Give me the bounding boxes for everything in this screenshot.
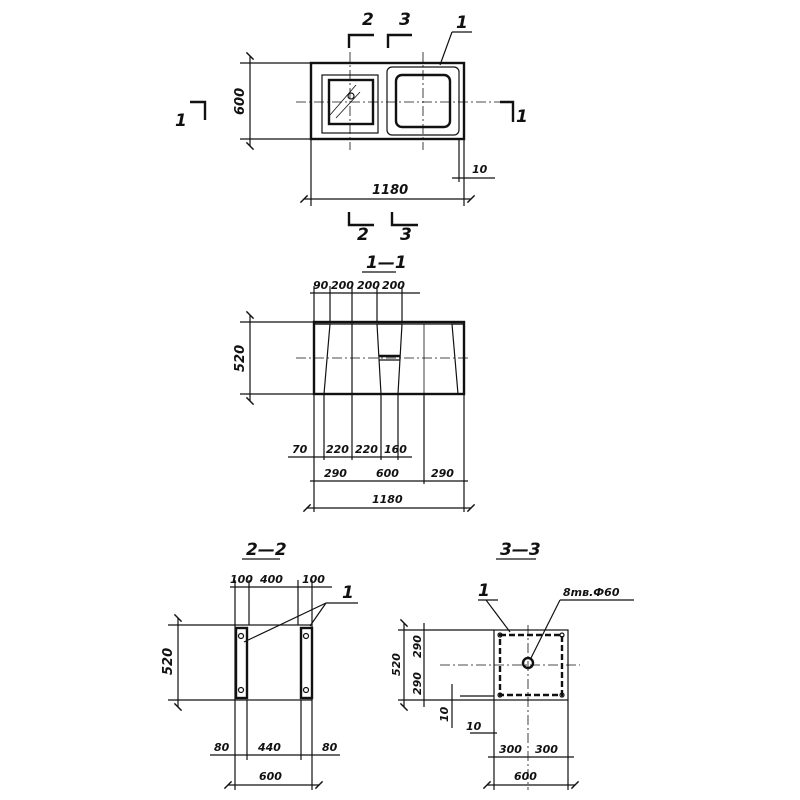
section-1-1-top-dim: 90 [313, 279, 329, 292]
plan-callout-1: 1 [456, 13, 468, 33]
section-2-2-bottom-dim: 440 [257, 741, 281, 754]
section-3-3-left-dim: 290 [411, 635, 424, 658]
section-2-2-top-dim: 100 [302, 573, 325, 586]
plan-outline [309, 61, 466, 141]
plan-cut-3-bottom: 3 [400, 225, 412, 245]
section-1-1-top-dim: 200 [357, 279, 380, 292]
section-1-1-dim-total: 1180 [372, 493, 403, 506]
plan-cut-2-top: 2 [362, 10, 374, 30]
section-2-2-dim-total: 600 [259, 770, 282, 783]
plan-drain-hole [347, 92, 355, 100]
section-1-1-top-dim: 200 [382, 279, 405, 292]
plan-cut-2-bottom: 2 [357, 225, 369, 245]
plan-view: 2 3 1 1 1 600 1180 10 2 3 [175, 10, 528, 245]
section-2-2: 2—2 100 400 100 1 520 80 44 [161, 540, 358, 790]
section-1-1-dim-height: 520 [233, 345, 248, 372]
plan-dim-width: 1180 [372, 183, 408, 198]
section-3-3-offset: 10 [438, 706, 451, 722]
section-3-3-note: 8mв.Ф60 [563, 586, 620, 599]
section-3-3-left-dim: 290 [411, 672, 424, 695]
section-2-2-bottom-dim: 80 [322, 741, 338, 754]
section-3-3-bottom-dim: 300 [499, 743, 522, 756]
section-2-2-callout: 1 [342, 583, 354, 603]
section-1-1-bottom-dim: 70 [292, 443, 308, 456]
section-1-1-bottom-dim: 220 [326, 443, 349, 456]
section-2-2-right-rib [299, 626, 314, 700]
section-2-2-top-dim: 400 [259, 573, 283, 586]
section-2-2-left-rib [234, 626, 249, 700]
section-1-1-bottom-dim: 160 [384, 443, 407, 456]
section-3-3-dim-total: 600 [514, 770, 537, 783]
section-2-2-bottom-dim: 80 [214, 741, 230, 754]
section-3-3-callout: 1 [478, 581, 490, 601]
section-1-1-right-wall [451, 323, 465, 395]
section-2-2-dim-height: 520 [161, 648, 176, 675]
section-3-3-bottom-dim: 300 [535, 743, 558, 756]
plan-cut-1-right: 1 [516, 107, 528, 127]
section-1-1-bottom-dim: 600 [376, 467, 399, 480]
section-1-1-center-cavity [376, 323, 403, 395]
plan-dim-offset: 10 [472, 163, 488, 176]
section-3-3-title: 3—3 [500, 540, 541, 560]
section-3-3-offset: 10 [466, 720, 482, 733]
section-1-1-bottom-dim: 220 [355, 443, 378, 456]
section-3-3: 3—3 1 8mв.Ф60 520 290 290 10 10 [390, 540, 634, 790]
section-2-2-top-dim: 100 [230, 573, 253, 586]
section-2-2-title: 2—2 [246, 540, 287, 560]
section-3-3-left-dim: 520 [390, 653, 403, 676]
section-1-1-title: 1—1 [366, 253, 407, 273]
section-1-1-left-wall [313, 323, 331, 395]
section-1-1: 1—1 90 200 200 200 520 [233, 253, 476, 513]
plan-dim-height: 600 [233, 88, 248, 115]
plan-cut-1-left: 1 [175, 111, 187, 131]
section-1-1-top-ticks [313, 286, 403, 400]
section-1-1-bottom-dim: 290 [431, 467, 454, 480]
section-1-1-bottom-dim: 290 [324, 467, 347, 480]
section-1-1-top-dim: 200 [331, 279, 354, 292]
plan-cut-3-top: 3 [399, 10, 411, 30]
